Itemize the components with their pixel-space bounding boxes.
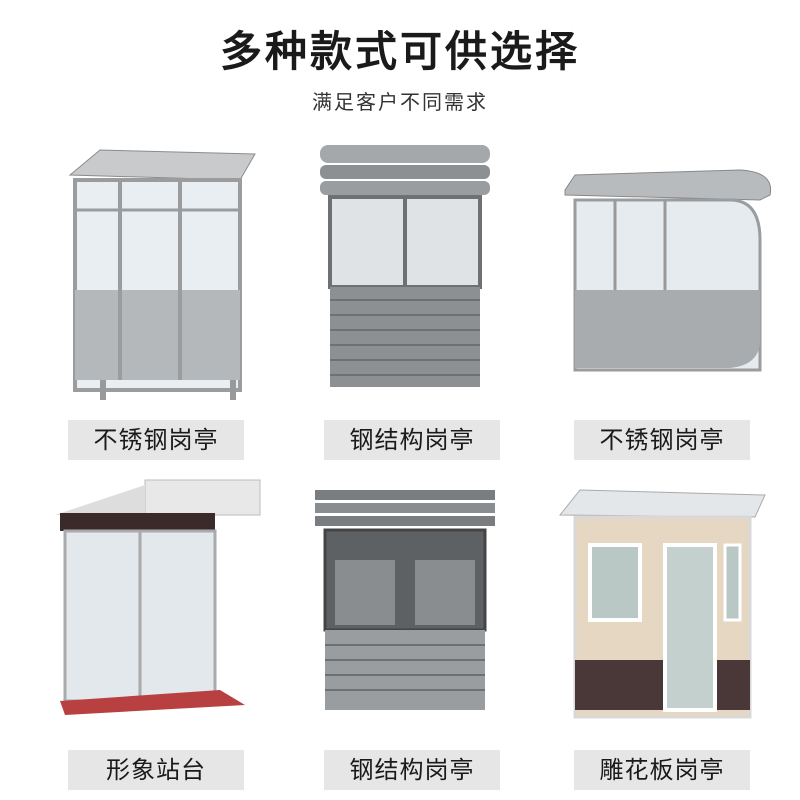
page-title: 多种款式可供选择: [219, 27, 580, 76]
product-label: 钢结构岗亭: [324, 750, 500, 790]
product-label: 形象站台: [68, 750, 244, 790]
product-label: 钢结构岗亭: [324, 420, 500, 460]
louvered-steel-booth-image: [315, 490, 495, 710]
product-label: 不锈钢岗亭: [68, 420, 244, 460]
product-label: 不锈钢岗亭: [574, 420, 750, 460]
image-platform-image: [55, 479, 261, 715]
page-subtitle: 满足客户不同需求: [312, 90, 488, 114]
carved-panel-booth-image: [558, 489, 766, 719]
steel-structure-booth-image: [320, 145, 490, 387]
stainless-steel-booth-image: [68, 149, 256, 400]
rounded-stainless-booth-image: [564, 169, 772, 372]
product-label: 雕花板岗亭: [574, 750, 750, 790]
